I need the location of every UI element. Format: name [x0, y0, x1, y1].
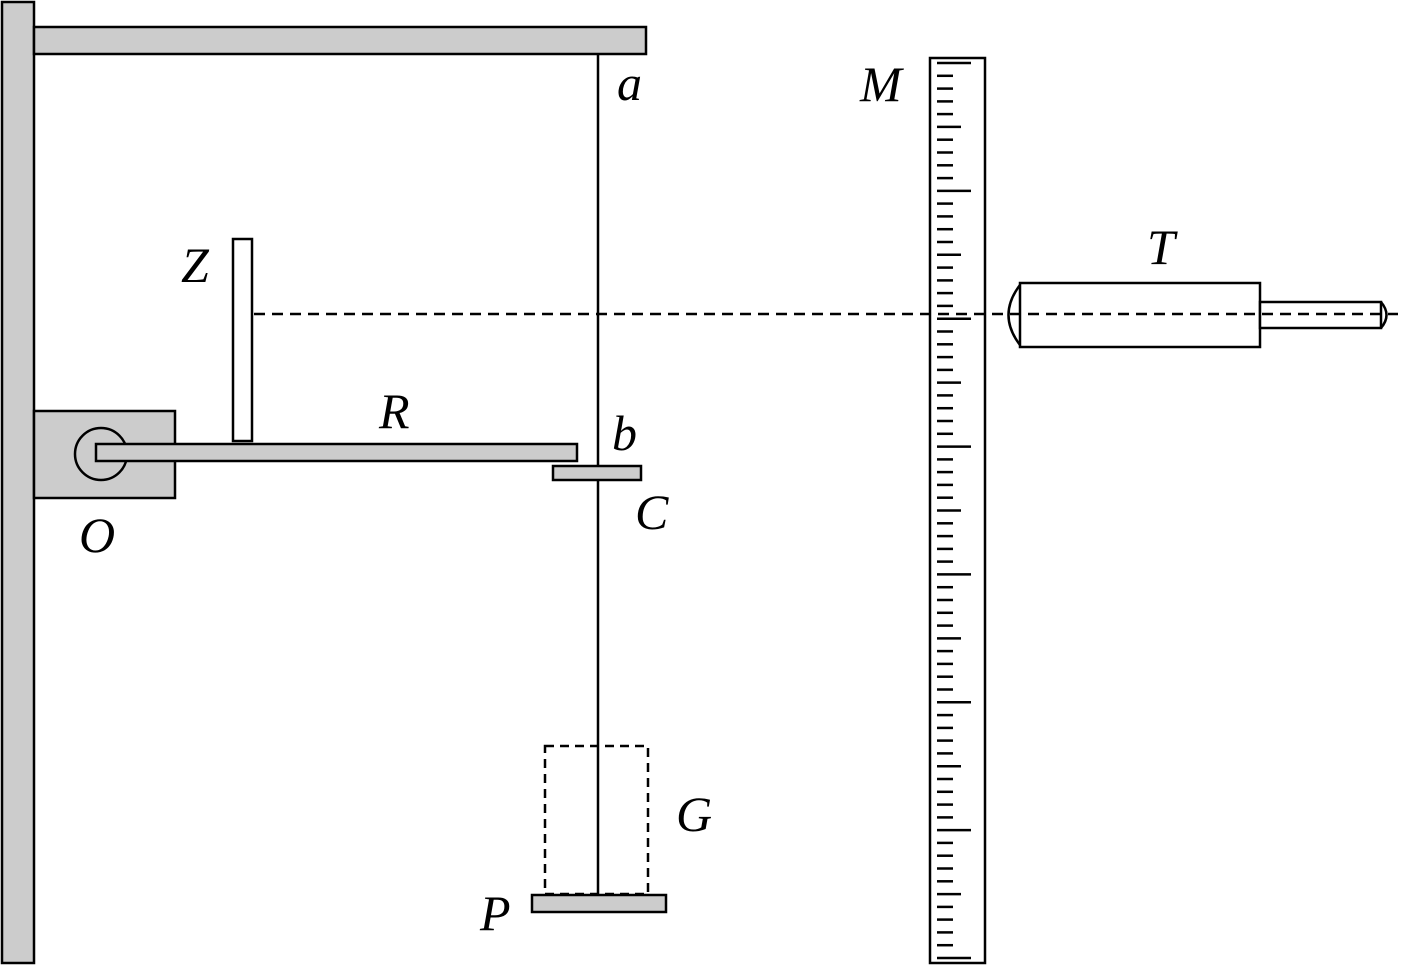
label-a: a	[617, 55, 642, 111]
mirror-plate	[231, 237, 254, 443]
label-G: G	[676, 786, 712, 842]
lever-rod	[94, 442, 579, 463]
label-M: M	[859, 56, 904, 112]
wall-post	[0, 0, 36, 965]
telescope-objective-lens	[1007, 284, 1021, 346]
label-P: P	[479, 885, 511, 941]
telescope-eyepiece-cap	[1380, 301, 1388, 329]
platform	[530, 893, 668, 914]
label-Z: Z	[181, 237, 210, 293]
scale-ruler-ticks	[937, 61, 971, 960]
label-T: T	[1147, 219, 1178, 275]
label-C: C	[635, 484, 669, 540]
label-O: O	[79, 507, 115, 563]
clamp-plate	[551, 464, 643, 482]
label-b: b	[612, 405, 637, 461]
top-arm	[32, 25, 648, 56]
label-R: R	[378, 383, 410, 439]
weight-box	[543, 744, 650, 896]
